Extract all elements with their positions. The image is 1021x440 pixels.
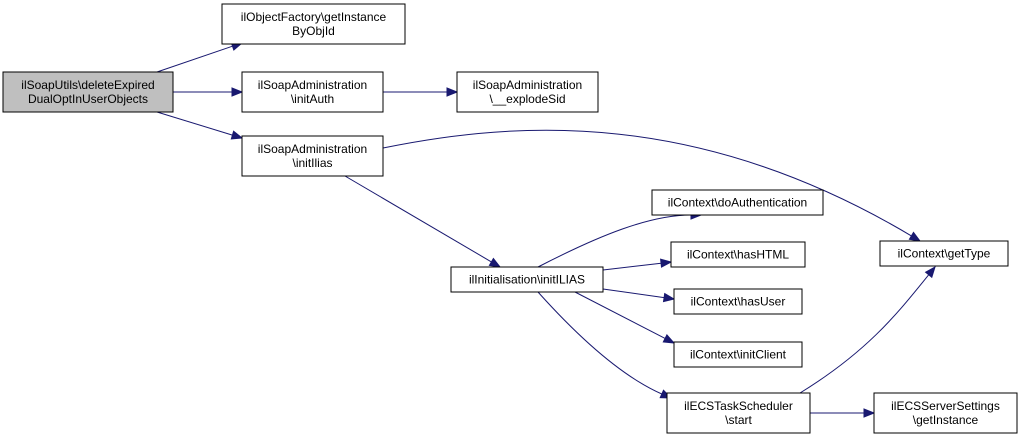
edge-line — [156, 45, 233, 73]
nodes: ilSoapUtils\deleteExpiredDualOptInUserOb… — [2, 3, 1018, 434]
edges — [156, 41, 936, 418]
node-explodesid[interactable]: ilSoapAdministration\__explodeSid — [456, 71, 599, 113]
node-label-line: \getInstance — [913, 413, 979, 427]
node-initilias[interactable]: ilSoapAdministration\initIlias — [241, 135, 384, 177]
edge-root-to-initauth — [173, 87, 244, 97]
edge-initilias-to-gettype — [382, 129, 922, 242]
node-initclient[interactable]: ilContext\initClient — [673, 341, 803, 368]
node-label-line: ilContext\initClient — [690, 348, 787, 362]
edge-line — [156, 111, 233, 136]
arrowhead-icon — [230, 130, 244, 140]
node-box — [673, 288, 803, 315]
node-box — [241, 71, 384, 113]
edge-ecsstart-to-ecsserver — [810, 408, 876, 418]
node-label-line: ilContext\doAuthentication — [668, 196, 807, 210]
arrowhead-icon — [924, 265, 936, 279]
node-box — [456, 71, 599, 113]
node-label-line: ilContext\hasHTML — [687, 248, 789, 262]
node-box — [873, 392, 1018, 434]
edge-initialisation-to-initclient — [574, 291, 676, 344]
edge-line — [344, 175, 492, 263]
edge-initauth-to-explodesid — [383, 87, 459, 97]
node-initialisation[interactable]: ilInitialisation\initILIAS — [450, 266, 604, 293]
node-label-line: ilSoapAdministration — [473, 78, 582, 92]
node-doauth[interactable]: ilContext\doAuthentication — [651, 189, 824, 216]
node-box — [670, 241, 806, 268]
arrowhead-icon — [231, 87, 244, 97]
arrowhead-icon — [662, 334, 676, 344]
node-label-line: \start — [725, 413, 752, 427]
node-label-line: ByObjId — [292, 24, 335, 38]
node-box — [221, 3, 406, 45]
node-label-line: \__explodeSid — [489, 92, 565, 106]
node-box — [2, 71, 174, 113]
edge-line — [382, 129, 912, 237]
node-initauth[interactable]: ilSoapAdministration\initAuth — [241, 71, 384, 113]
node-label-line: ilSoapUtils\deleteExpired — [21, 78, 154, 92]
node-ecsserver[interactable]: ilECSServerSettings\getInstance — [873, 392, 1018, 434]
edge-initilias-to-initialisation — [344, 175, 502, 268]
node-label-line: ilECSTaskScheduler — [684, 399, 793, 413]
node-box — [651, 189, 824, 216]
node-box — [450, 266, 604, 293]
node-gettype[interactable]: ilContext\getType — [879, 240, 1009, 267]
node-box — [666, 392, 811, 434]
edge-root-to-factory — [156, 41, 244, 73]
node-box — [241, 135, 384, 177]
node-root[interactable]: ilSoapUtils\deleteExpiredDualOptInUserOb… — [2, 71, 174, 113]
node-label-line: ilObjectFactory\getInstance — [241, 10, 387, 24]
node-label-line: ilSoapAdministration — [258, 78, 367, 92]
edge-initialisation-to-hasuser — [602, 288, 676, 303]
node-label-line: \initIlias — [292, 156, 332, 170]
edge-line — [799, 274, 930, 394]
node-label-line: ilECSServerSettings — [891, 399, 1000, 413]
arrowhead-icon — [660, 258, 673, 268]
node-label-line: \initAuth — [291, 92, 334, 106]
node-label-line: ilSoapAdministration — [258, 142, 367, 156]
node-label-line: DualOptInUserObjects — [28, 92, 148, 106]
arrowhead-icon — [446, 87, 459, 97]
node-box — [673, 341, 803, 368]
edge-line — [537, 291, 663, 395]
edge-ecsstart-to-gettype — [799, 265, 936, 394]
arrowhead-icon — [908, 231, 922, 242]
edge-initialisation-to-hashtml — [602, 258, 673, 271]
edge-line — [602, 288, 665, 299]
edge-line — [602, 262, 662, 271]
node-hashtml[interactable]: ilContext\hasHTML — [670, 241, 806, 268]
node-hasuser[interactable]: ilContext\hasUser — [673, 288, 803, 315]
arrowhead-icon — [662, 292, 676, 303]
node-label-line: ilInitialisation\initILIAS — [469, 273, 585, 287]
node-ecsstart[interactable]: ilECSTaskScheduler\start — [666, 392, 811, 434]
edge-initialisation-to-ecsstart — [537, 291, 673, 399]
node-label-line: ilContext\hasUser — [691, 295, 786, 309]
edge-line — [574, 291, 666, 339]
edge-root-to-initilias — [156, 111, 244, 140]
node-box — [879, 240, 1009, 267]
node-label-line: ilContext\getType — [898, 247, 991, 261]
edge-line — [537, 214, 692, 268]
arrowhead-icon — [488, 257, 502, 268]
arrowhead-icon — [863, 408, 876, 418]
